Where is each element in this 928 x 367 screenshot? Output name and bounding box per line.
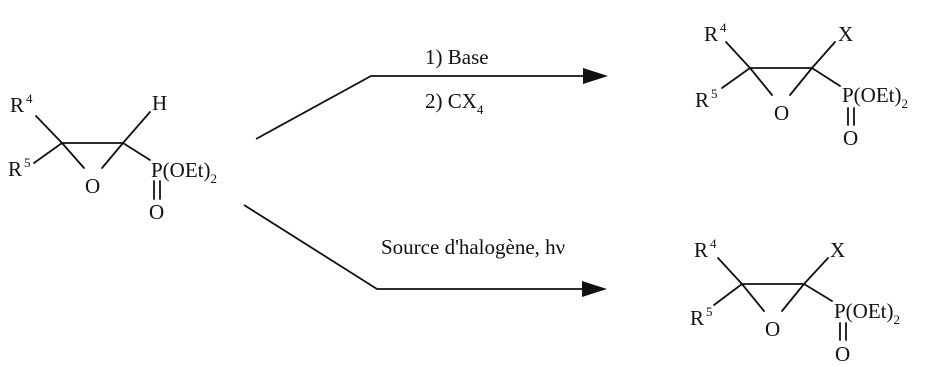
phosphonate-label: P(OEt)2 [151, 158, 217, 186]
bond-r5 [713, 283, 743, 306]
bond-p [803, 283, 833, 302]
ring-bond-co-right [781, 283, 805, 312]
bond-p [811, 67, 841, 87]
bond-r4 [725, 41, 751, 69]
bottom-arrow-head [582, 281, 607, 297]
phosphonate-label: P(OEt)2 [834, 299, 900, 327]
phosphoryl-oxygen-label: O [835, 342, 850, 366]
phosphoryl-oxygen-label: O [149, 200, 164, 224]
halogen-x-label: X [830, 238, 845, 262]
halogen-x-label: X [838, 22, 853, 46]
bottom-arrow-shaft [243, 204, 588, 290]
ring-bond-co-left [61, 142, 85, 169]
bond-r4 [35, 115, 63, 144]
top-arrow-head [583, 68, 608, 84]
top-condition-step2: 2) CX4 [425, 89, 484, 117]
bottom-reaction-arrow: Source d'halogène, hν [243, 204, 607, 297]
ring-bond-co-left [741, 283, 765, 312]
ring-bond-co-right [789, 67, 813, 96]
ring-bond-co-right [101, 142, 124, 169]
top-reaction-arrow: 1) Base 2) CX4 [255, 45, 608, 140]
top-condition-step1: 1) Base [425, 45, 489, 69]
ring-oxygen-label: O [765, 317, 780, 341]
ring-oxygen-label: O [774, 101, 789, 125]
bond-x [811, 41, 836, 69]
bond-r5 [33, 142, 63, 164]
hydrogen-label: H [152, 91, 167, 115]
bond-x [803, 257, 829, 285]
ring-oxygen-label: O [85, 174, 100, 198]
phosphoryl-oxygen-label: O [843, 126, 858, 150]
bottom-condition-label: Source d'halogène, hν [381, 235, 565, 259]
bond-r4 [717, 257, 743, 285]
bond-p [122, 142, 151, 161]
bond-h [122, 111, 151, 144]
phosphonate-label: P(OEt)2 [842, 83, 908, 111]
bond-r5 [721, 67, 751, 89]
top-arrow-shaft [255, 75, 590, 140]
ring-bond-co-left [749, 67, 773, 96]
